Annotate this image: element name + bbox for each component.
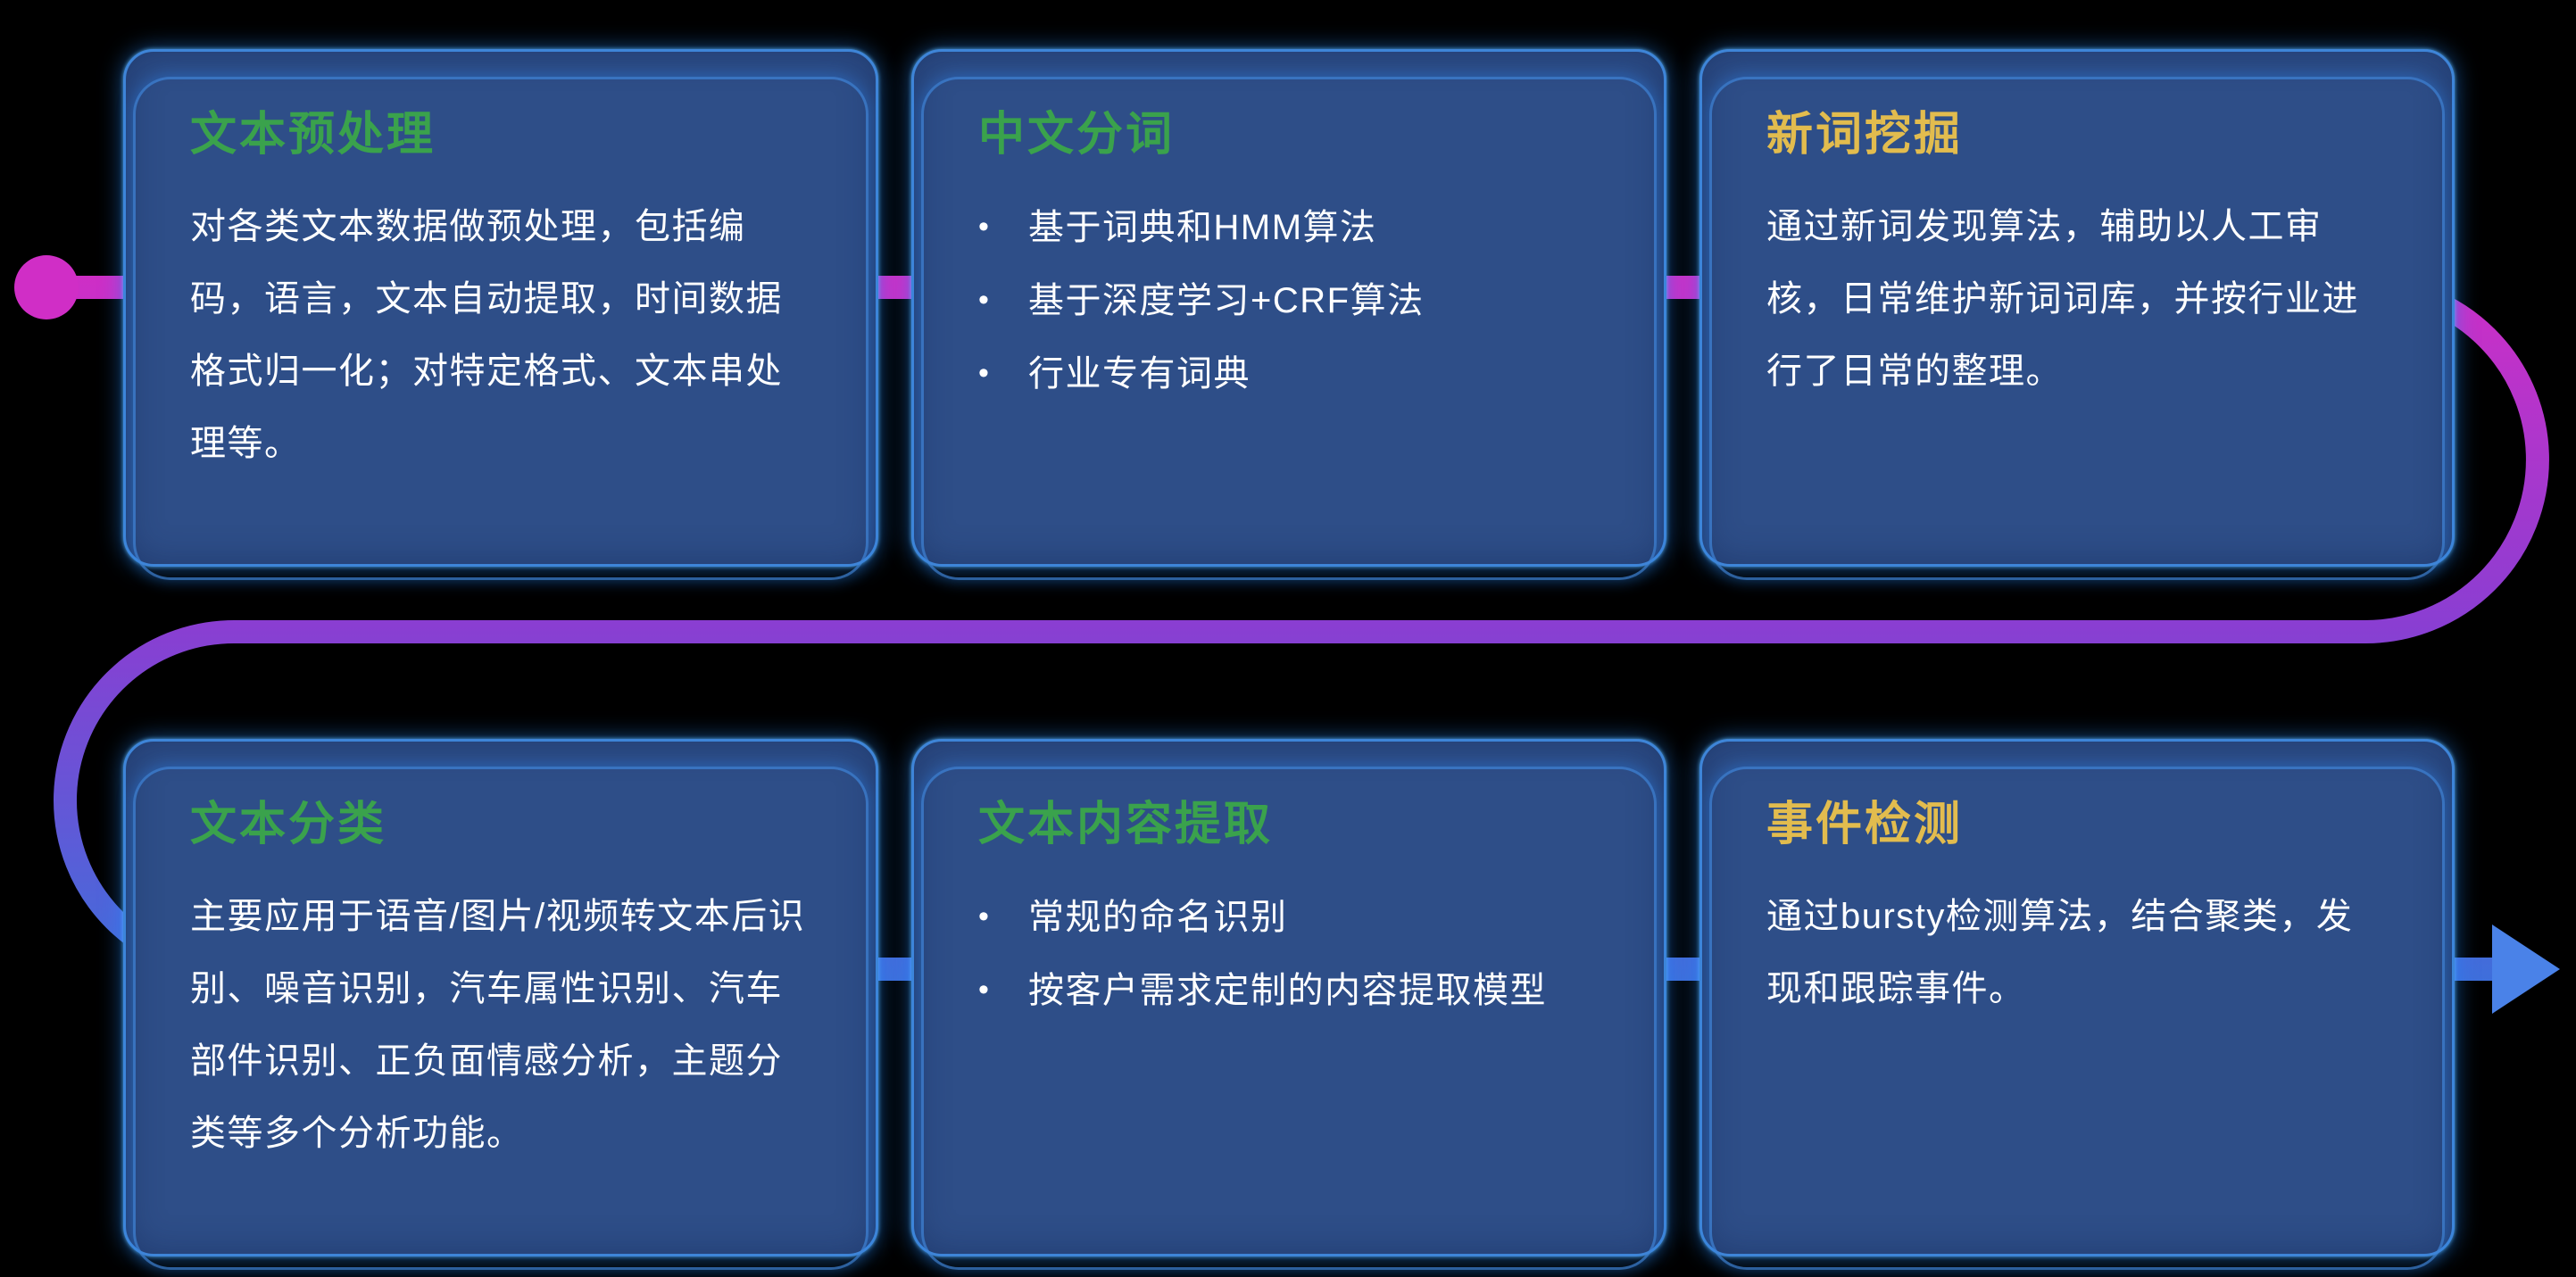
flow-start-dot-icon — [14, 255, 79, 319]
card-title: 文本预处理 — [190, 109, 436, 161]
card-text-preprocessing: 文本预处理 对各类文本数据做预处理，包括编码，语言，文本自动提取，时间数据格式归… — [123, 49, 878, 580]
bullet-icon: • — [978, 900, 991, 934]
flow-end-arrow-icon — [2492, 925, 2560, 1014]
list-item: • 基于词典和HMM算法 — [978, 191, 1600, 264]
bullet-list: • 基于词典和HMM算法 • 基于深度学习+CRF算法 • 行业专有词典 — [978, 191, 1600, 410]
card-body: 对各类文本数据做预处理，包括编码，语言，文本自动提取，时间数据格式归一化；对特定… — [190, 207, 783, 463]
card-title: 新词挖掘 — [1766, 109, 1964, 161]
bullet-text: 基于深度学习+CRF算法 — [1028, 281, 1425, 321]
bullet-text: 按客户需求定制的内容提取模型 — [1028, 971, 1547, 1011]
list-item: • 按客户需求定制的内容提取模型 — [978, 954, 1600, 1027]
bullet-list: • 常规的命名识别 • 按客户需求定制的内容提取模型 — [978, 881, 1600, 1027]
card-body: 通过新词发现算法，辅助以人工审核，日常维护新词词库，并按行业进行了日常的整理。 — [1766, 207, 2359, 391]
card-body: 主要应用于语音/图片/视频转文本后识别、噪音识别，汽车属性识别、汽车部件识别、正… — [190, 897, 806, 1153]
card-title: 事件检测 — [1766, 799, 1964, 850]
card-title: 文本分类 — [190, 799, 387, 850]
bullet-icon: • — [978, 973, 991, 1008]
card-chinese-word-segmentation: 中文分词 • 基于词典和HMM算法 • 基于深度学习+CRF算法 • 行业专有词… — [911, 49, 1666, 580]
list-item: • 基于深度学习+CRF算法 — [978, 264, 1600, 337]
card-title: 中文分词 — [978, 109, 1176, 161]
card-text-classification: 文本分类 主要应用于语音/图片/视频转文本后识别、噪音识别，汽车属性识别、汽车部… — [123, 739, 878, 1270]
bullet-icon: • — [978, 356, 991, 391]
list-item: • 行业专有词典 — [978, 337, 1600, 410]
card-title: 文本内容提取 — [978, 799, 1274, 850]
card-body: 通过bursty检测算法，结合聚类，发现和跟踪事件。 — [1766, 897, 2354, 1009]
list-item: • 常规的命名识别 — [978, 881, 1600, 954]
card-text-content-extraction: 文本内容提取 • 常规的命名识别 • 按客户需求定制的内容提取模型 — [911, 739, 1666, 1270]
bullet-text: 常规的命名识别 — [1028, 898, 1288, 938]
bullet-icon: • — [978, 210, 991, 245]
card-event-detection: 事件检测 通过bursty检测算法，结合聚类，发现和跟踪事件。 — [1699, 739, 2455, 1270]
bullet-icon: • — [978, 283, 991, 318]
bullet-text: 行业专有词典 — [1028, 354, 1251, 394]
card-new-word-mining: 新词挖掘 通过新词发现算法，辅助以人工审核，日常维护新词词库，并按行业进行了日常… — [1699, 49, 2455, 580]
bullet-text: 基于词典和HMM算法 — [1028, 208, 1377, 248]
flow-path — [46, 276, 2549, 981]
